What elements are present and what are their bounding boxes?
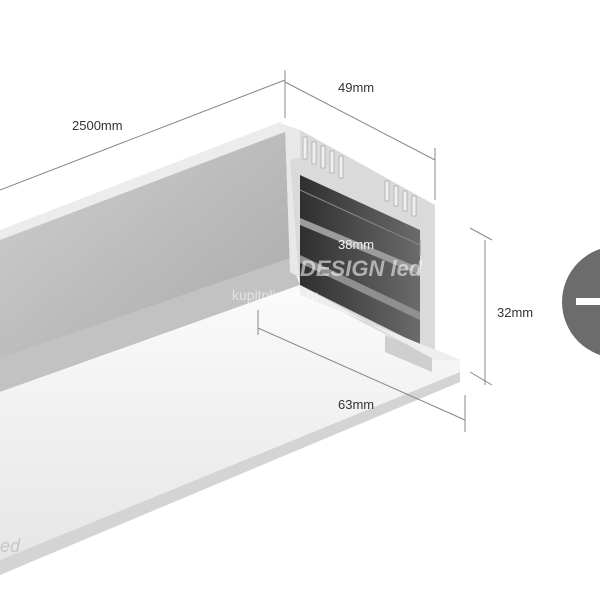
flange-width-dimension-label: 63mm bbox=[338, 397, 374, 412]
site-watermark: kupitplintus.ru bbox=[232, 287, 318, 303]
top-width-dimension-label: 49mm bbox=[338, 80, 374, 95]
length-dimension-label: 2500mm bbox=[72, 118, 123, 133]
heatsink-fins bbox=[302, 136, 417, 217]
inner-width-dimension-label: 38mm bbox=[338, 237, 374, 252]
height-dimension-label: 32mm bbox=[497, 305, 533, 320]
dimension-lines bbox=[0, 70, 493, 432]
profile-cross-section bbox=[285, 125, 460, 372]
logo-watermark: DESIGN led bbox=[300, 256, 423, 281]
profile-body bbox=[0, 122, 460, 575]
round-badge-icon bbox=[562, 248, 600, 356]
corner-logo-watermark: ed bbox=[0, 536, 21, 556]
